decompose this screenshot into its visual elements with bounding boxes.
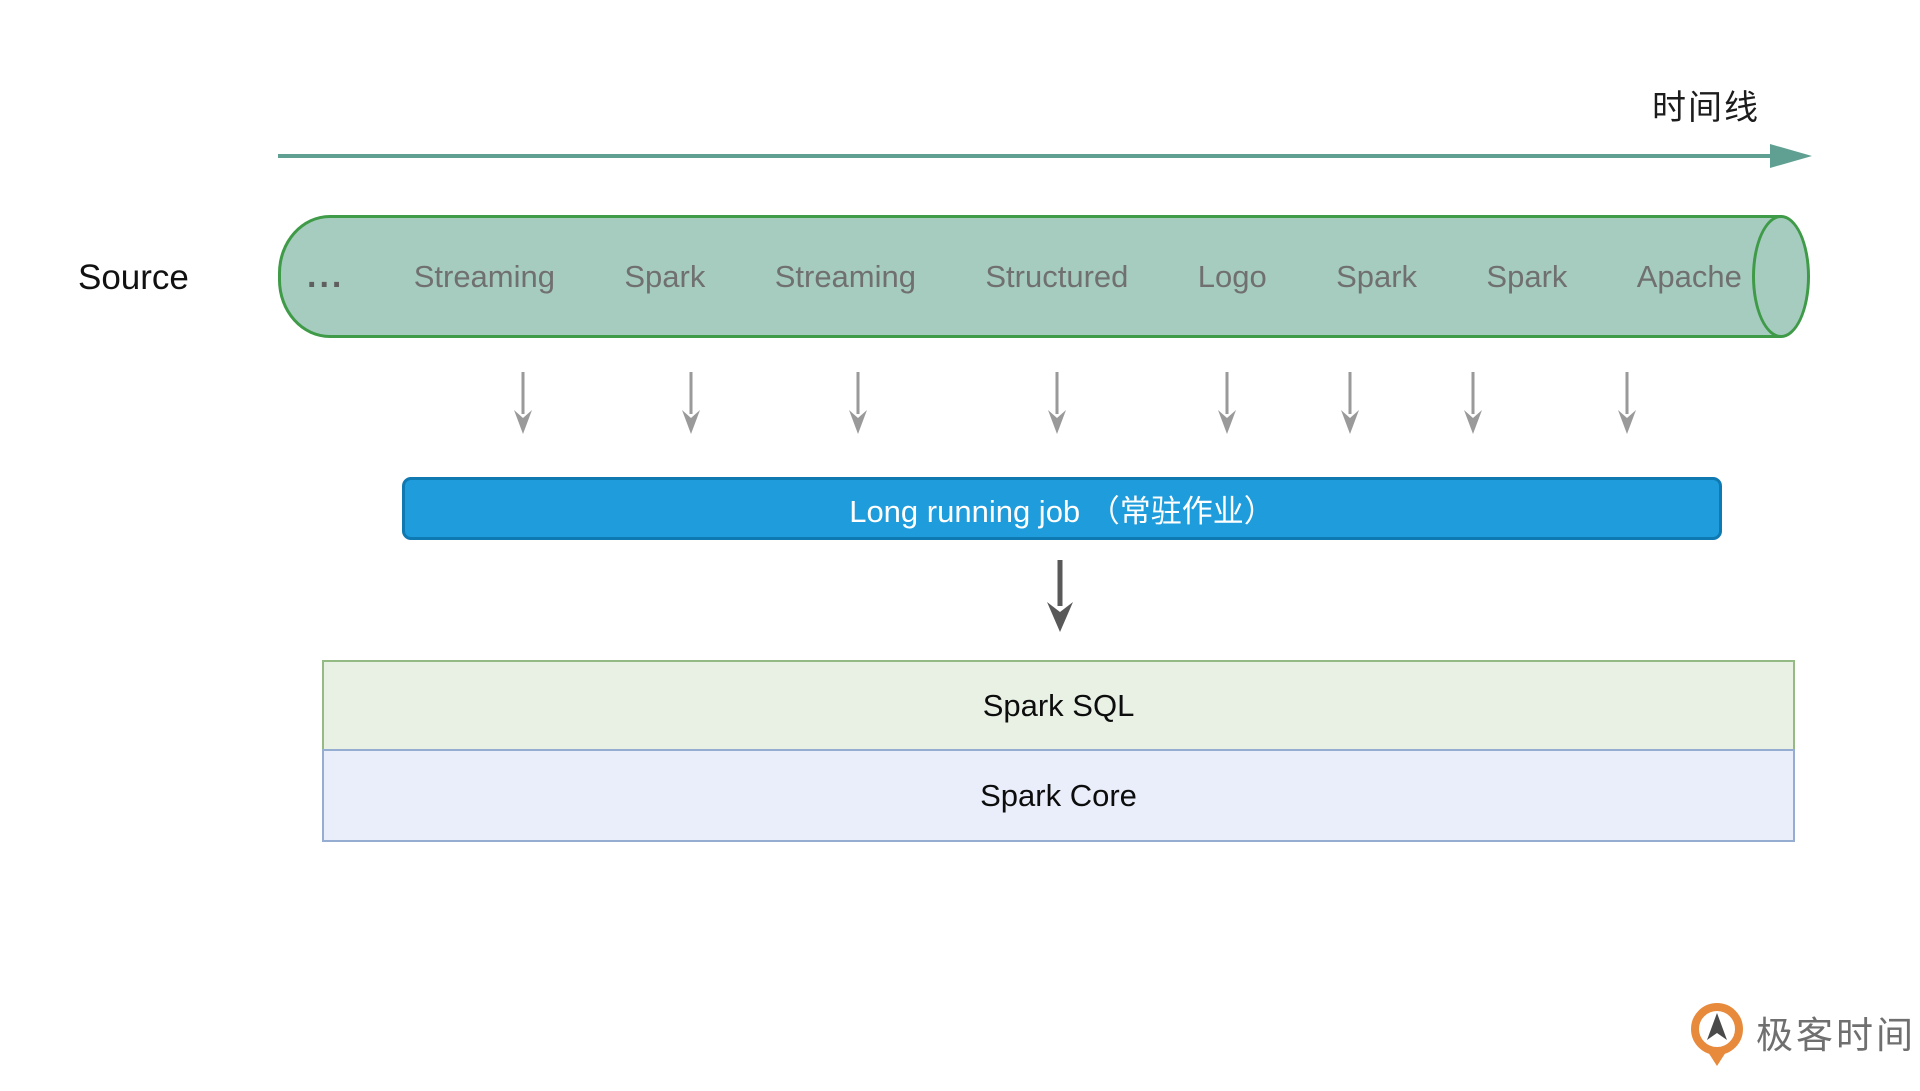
timeline-label: 时间线 [1652,89,1760,127]
source-cylinder: ... Streaming Spark Streaming Structured… [278,215,1782,338]
down-arrow-icon [514,372,532,434]
geek-time-icon [1691,1003,1743,1066]
down-arrow-icon [1048,372,1066,434]
down-arrow-icon [849,372,867,434]
source-item: Spark [1486,258,1568,294]
source-item: Structured [985,258,1129,294]
source-item: Spark [624,258,706,294]
source-item: Spark [1336,258,1418,294]
source-item: Streaming [413,258,555,294]
down-arrow-icon [1464,372,1482,434]
spark-sql-label: Spark SQL [982,687,1135,723]
long-running-job-label: Long running job （常驻作业） [849,494,1275,529]
spark-sql-layer: Spark SQL [322,660,1795,751]
down-arrow-icon [1618,372,1636,434]
source-item: ... [307,257,345,295]
source-cylinder-cap [1752,215,1810,338]
down-arrow-icon [682,372,700,434]
source-item: Apache [1636,258,1742,294]
source-item: Logo [1197,258,1267,294]
down-arrow-icon [1341,372,1359,434]
source-label: Source [78,258,189,297]
down-arrow-icon [1218,372,1236,434]
brand-logo: 极客时间 [1686,1000,1916,1068]
source-item: Streaming [774,258,916,294]
long-running-job-bar: Long running job （常驻作业） [402,477,1722,540]
timeline-arrow-icon [278,144,1812,168]
down-arrow-icon [1047,560,1073,632]
brand-name: 极客时间 [1756,1015,1916,1056]
spark-core-label: Spark Core [980,777,1137,813]
spark-core-layer: Spark Core [322,749,1795,842]
